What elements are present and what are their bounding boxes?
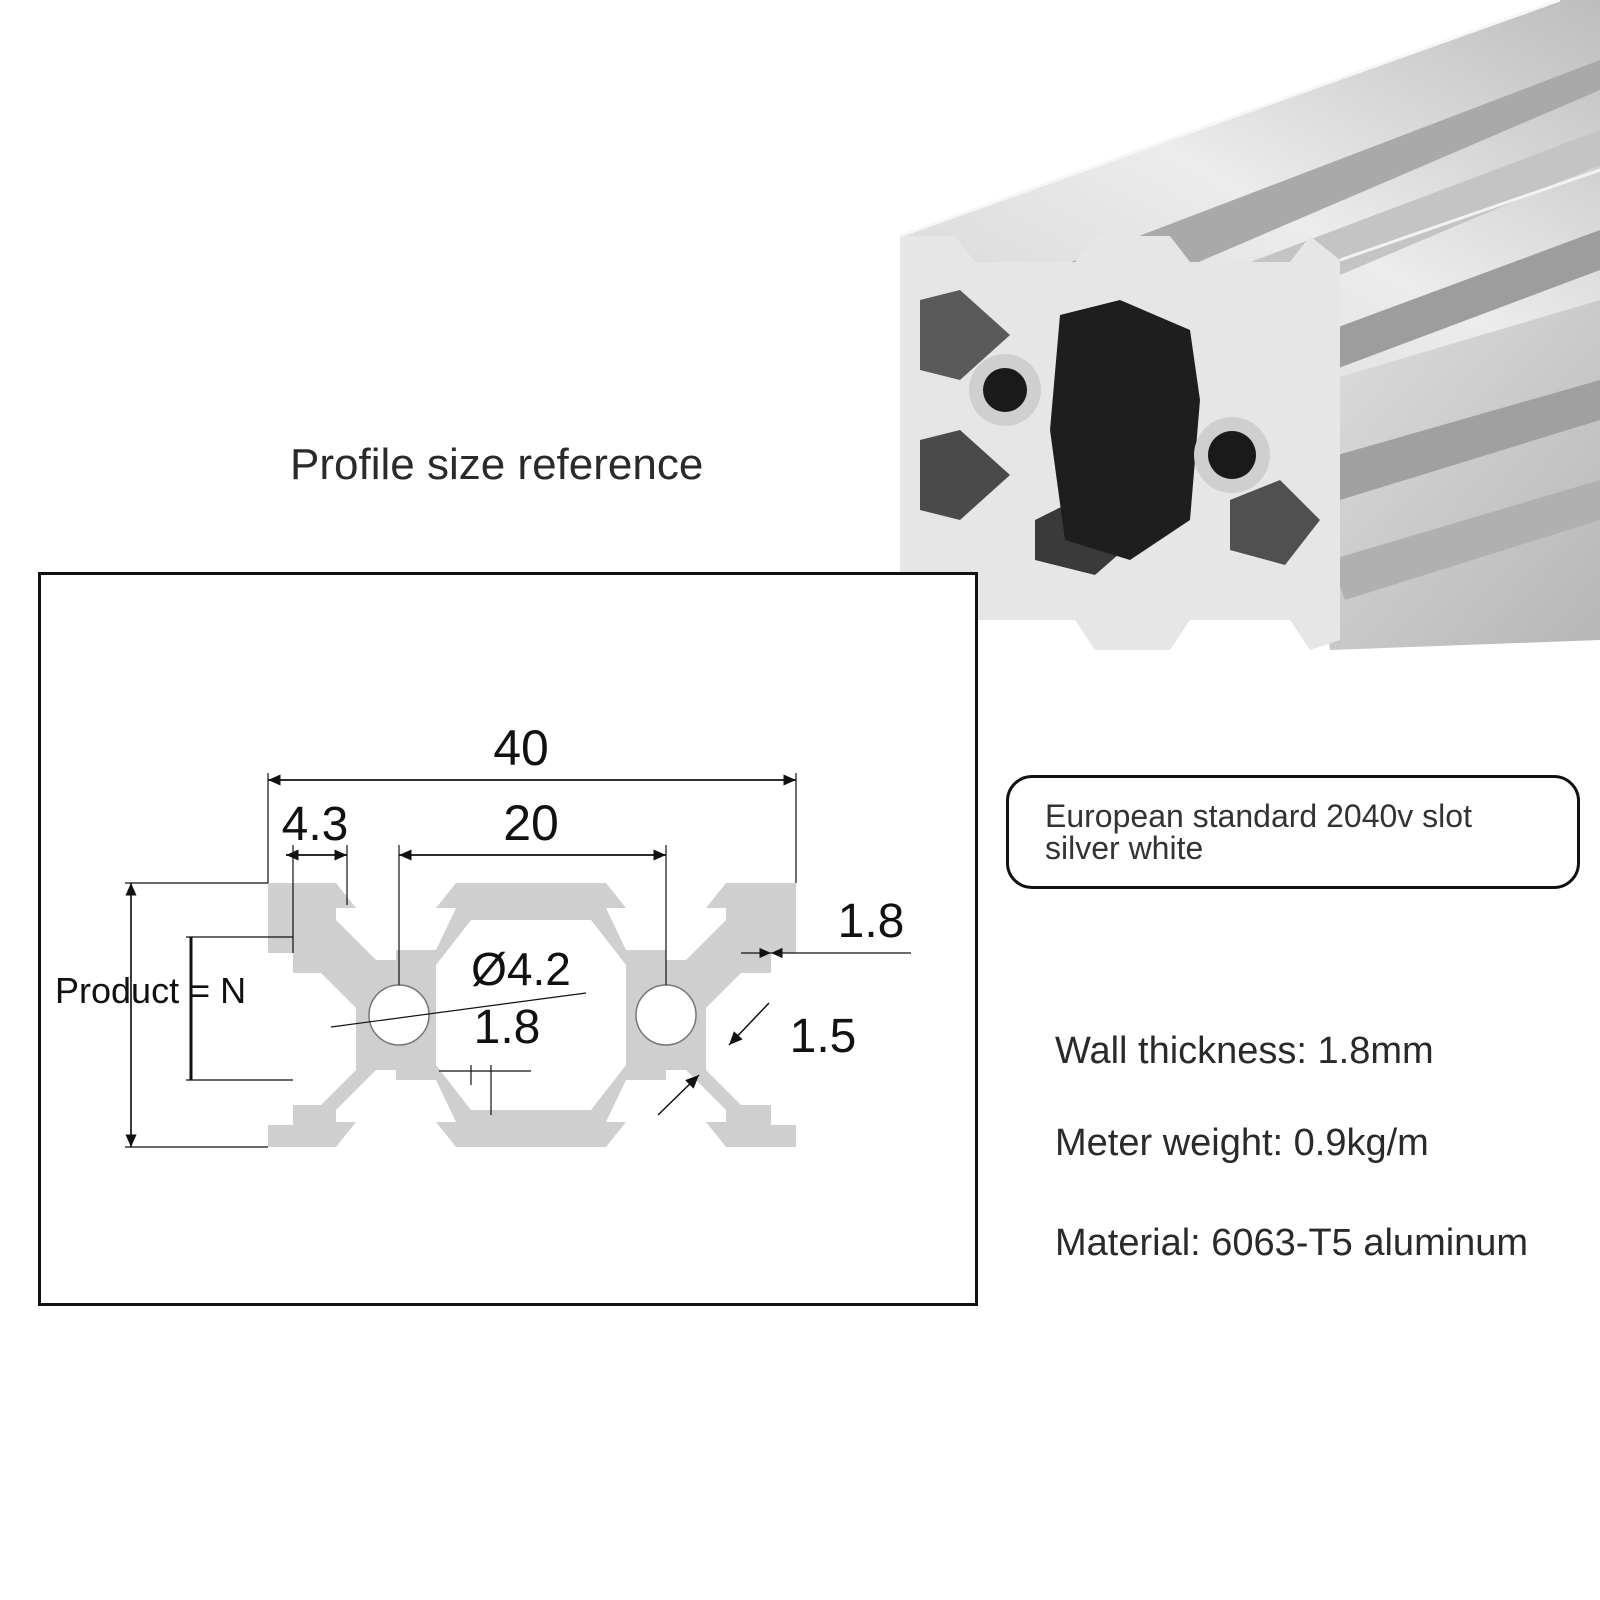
spec-wall-thickness: Wall thickness: 1.8mm <box>1055 1030 1434 1072</box>
profile-cross-section <box>268 883 796 1147</box>
product-title-card: European standard 2040v slot silver whit… <box>1006 775 1580 889</box>
spec-meter-weight: Meter weight: 0.9kg/m <box>1055 1122 1429 1164</box>
dim-hole-diameter: Ø4.2 <box>471 943 571 995</box>
dim-outer-wall: 1.8 <box>838 895 905 948</box>
profile-render-image <box>899 0 1600 650</box>
cross-section-drawing: 40 4.3 20 1.8 Ø4.2 1.8 <box>38 572 978 1306</box>
page-heading: Profile size reference <box>290 440 704 489</box>
drawing-canvas: 40 4.3 20 1.8 Ø4.2 1.8 <box>55 720 911 1148</box>
product-title-line1: European standard 2040v slot <box>1045 798 1472 834</box>
dim-hole-pitch: 20 <box>503 795 559 851</box>
spec-material: Material: 6063-T5 aluminum <box>1055 1222 1529 1264</box>
dim-slot-lip: 1.5 <box>790 1010 857 1063</box>
product-title-line2: silver white <box>1045 830 1204 866</box>
dim-slot-opening: 4.3 <box>282 798 349 851</box>
dim-overall-width: 40 <box>493 720 549 776</box>
profile-3d-render <box>899 0 1600 700</box>
product-label: Product = N <box>55 970 246 1011</box>
dim-inner-wall: 1.8 <box>474 1001 541 1054</box>
